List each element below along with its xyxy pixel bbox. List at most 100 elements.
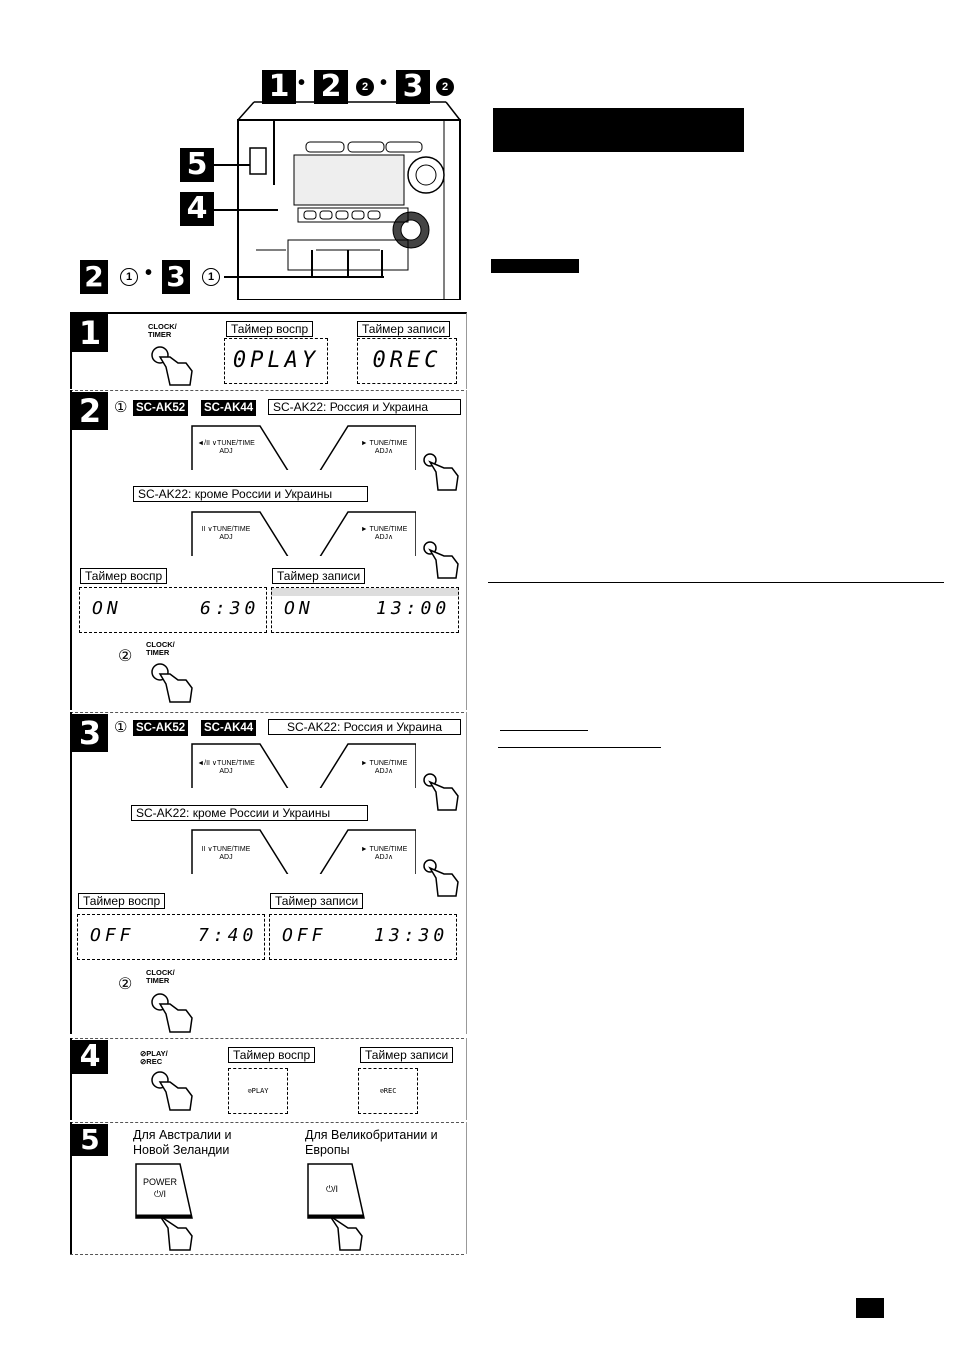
model-tag-ak44: SC-AK44 xyxy=(201,400,257,416)
stereo-system-illustration xyxy=(237,101,461,300)
power-button[interactable] xyxy=(134,1162,196,1222)
step-separator xyxy=(70,390,464,391)
step-3-marker: 3 xyxy=(162,260,190,294)
step-3-marker: 3 xyxy=(396,70,430,104)
region-caption-uk-eu: Для Великобритании и Европы xyxy=(305,1128,438,1157)
leader-line xyxy=(214,209,278,211)
leader-line xyxy=(214,164,250,166)
clock-timer-label: CLOCK/ TIMER xyxy=(148,322,177,339)
step-separator xyxy=(70,1122,464,1123)
hand-pointer-icon xyxy=(151,346,193,386)
separator-dot: • xyxy=(298,72,306,94)
power-button[interactable] xyxy=(306,1162,368,1222)
tune-up-label: ► TUNE/TIME ADJ∧ xyxy=(360,760,408,775)
step-1-number: 1 xyxy=(72,314,108,352)
circle-2-mark: ② xyxy=(118,976,133,993)
hand-pointer-icon xyxy=(329,1215,363,1251)
panel-bottom-border xyxy=(70,1254,464,1255)
lcd-play-indicator: ⊘PLAY xyxy=(228,1068,288,1114)
rec-timer-label: Таймер записи xyxy=(270,893,364,909)
step-4-marker: 4 xyxy=(180,192,214,226)
tune-down-button[interactable] xyxy=(190,510,290,556)
hand-pointer-icon xyxy=(159,1215,193,1251)
power-symbol-icon: ⏻/I xyxy=(153,1189,167,1199)
circle-2-mark: ② xyxy=(118,648,133,665)
lcd-rec-timer: 0REC xyxy=(357,338,457,384)
lcd-play-time: 6:30 xyxy=(200,598,260,619)
circle-1-mark: ① xyxy=(114,399,128,416)
step-separator xyxy=(70,1038,464,1039)
model-note-ru-ua: SC-AK22: Россия и Украина xyxy=(268,399,461,415)
step-2-marker: 2 xyxy=(80,260,108,294)
tune-down-button[interactable] xyxy=(190,828,290,874)
play-rec-label: ⊘PLAY/ ⊘REC xyxy=(140,1049,168,1066)
circle-2-mark: 2 xyxy=(436,78,454,96)
power-label: POWER xyxy=(142,1177,177,1187)
hand-pointer-icon xyxy=(423,453,459,491)
step-2-number: 2 xyxy=(72,392,108,430)
tune-up-label: ► TUNE/TIME ADJ∧ xyxy=(360,440,408,455)
hand-pointer-icon xyxy=(423,541,459,579)
step-1-panel xyxy=(70,312,467,389)
tune-down-button[interactable] xyxy=(190,424,290,470)
lcd-rec-time: 13:00 xyxy=(376,598,451,619)
hand-pointer-icon xyxy=(151,663,193,703)
step-2-panel xyxy=(70,390,467,710)
play-timer-label: Таймер воспр xyxy=(226,321,314,337)
underline xyxy=(498,747,661,748)
lcd-play-timer: OFF 7:40 xyxy=(77,914,265,960)
tune-up-button[interactable] xyxy=(316,510,416,556)
tune-up-button[interactable] xyxy=(316,742,416,788)
tune-down-label: ◄/II ∨TUNE/TIME ADJ xyxy=(197,440,255,455)
step-2-marker: 2 xyxy=(314,70,348,104)
step-5-number: 5 xyxy=(72,1124,108,1156)
tune-down-label: ◄/II ∨TUNE/TIME ADJ xyxy=(197,760,255,775)
lcd-play-timer: 0PLAY xyxy=(224,338,328,384)
hand-pointer-icon xyxy=(423,773,459,811)
rec-timer-label: Таймер записи xyxy=(357,321,451,337)
lcd-rec-timer: ON 13:00 xyxy=(271,587,459,633)
step-5-panel xyxy=(70,1122,467,1254)
tune-up-button[interactable] xyxy=(316,828,416,874)
lcd-rec-timer: OFF 13:30 xyxy=(269,914,457,960)
clock-timer-label: CLOCK/ TIMER xyxy=(146,968,175,985)
lcd-rec-time: 13:30 xyxy=(374,925,449,946)
model-tag-ak52: SC-AK52 xyxy=(133,720,189,736)
lcd-rec-status: ON xyxy=(284,598,314,619)
play-timer-label: Таймер воспр xyxy=(78,893,166,909)
rec-timer-label: Таймер записи xyxy=(272,568,366,584)
lcd-play-status: OFF xyxy=(90,925,135,946)
step-1-marker: 1 xyxy=(262,70,296,104)
model-note-other: SC-AK22: кроме России и Украины xyxy=(131,805,368,821)
circle-1-mark: ① xyxy=(114,719,128,736)
section-title-bar xyxy=(493,108,744,152)
model-tag-ak52: SC-AK52 xyxy=(133,400,189,416)
tune-down-label: II ∨TUNE/TIME ADJ xyxy=(201,526,251,541)
tune-up-button[interactable] xyxy=(316,424,416,470)
lcd-play-status: ON xyxy=(92,598,122,619)
model-note-ru-ua: SC-AK22: Россия и Украина xyxy=(268,719,461,735)
tune-up-label: ► TUNE/TIME ADJ∧ xyxy=(360,846,408,861)
clock-timer-label: CLOCK/ TIMER xyxy=(146,640,175,657)
rec-timer-label: Таймер записи xyxy=(360,1047,454,1063)
tune-up-label: ► TUNE/TIME ADJ∧ xyxy=(360,526,408,541)
lcd-rec-status: OFF xyxy=(282,925,327,946)
play-timer-label: Таймер воспр xyxy=(228,1047,316,1063)
step-3-panel xyxy=(70,712,467,1034)
separator-dot: • xyxy=(380,72,388,94)
circle-1-mark: 1 xyxy=(120,268,138,286)
underline xyxy=(500,730,588,731)
circle-2-mark: 2 xyxy=(356,78,374,96)
page-number-block xyxy=(856,1298,884,1318)
model-tag-ak44: SC-AK44 xyxy=(201,720,257,736)
subheading-bar xyxy=(491,259,579,273)
step-3-number: 3 xyxy=(72,714,108,752)
step-separator xyxy=(70,712,464,713)
lcd-play-time: 7:40 xyxy=(198,925,258,946)
lcd-rec-indicator: ⊘REC xyxy=(358,1068,418,1114)
separator-dot: • xyxy=(145,262,153,284)
hand-pointer-icon xyxy=(151,1071,193,1111)
tune-down-button[interactable] xyxy=(190,742,290,788)
step-4-panel xyxy=(70,1038,467,1120)
hand-pointer-icon xyxy=(423,859,459,897)
